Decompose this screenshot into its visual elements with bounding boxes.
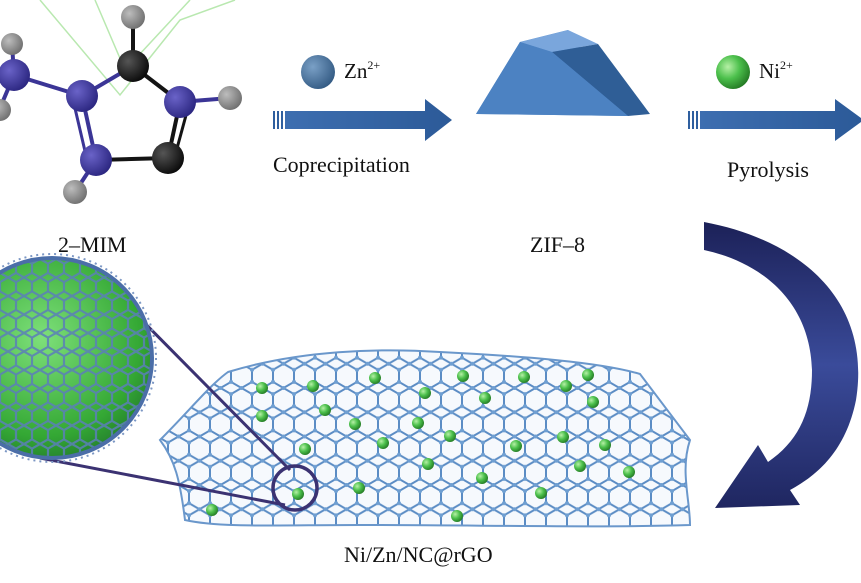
nickel-nanoparticles [206,369,635,522]
hydrogen-atom [121,5,145,29]
zn-symbol: Zn [344,59,368,83]
ni-symbol: Ni [759,59,780,83]
product-label: Ni/Zn/NC@rGO [344,542,493,567]
nitrogen-atom [66,80,98,112]
ni-ion-sphere [716,55,750,89]
zif8-label: ZIF–8 [530,232,585,257]
hydrogen-atom [1,33,23,55]
carbon-atom [152,142,184,174]
mim-molecule [0,5,242,204]
zif8-crystal [476,30,650,116]
ni-ion-label: Ni2+ [759,58,793,84]
rgo-graphene-sheet [158,349,692,528]
nitrogen-atom [164,86,196,118]
curved-process-arrow [704,222,859,508]
zoom-line-bottom [39,456,286,507]
nitrogen-atom [80,144,112,176]
hydrogen-atom [218,86,242,110]
magnified-nanoparticle [0,253,157,463]
zn-ion-sphere [301,55,335,89]
pyrolysis-arrow [688,99,861,141]
mim-label: 2–MIM [58,232,127,257]
carbon-atom [117,50,149,82]
pyrolysis-label: Pyrolysis [727,157,809,182]
zigzag-line-back [39,0,236,97]
hydrogen-atom [63,180,87,204]
ni-charge: 2+ [780,58,793,72]
nitrogen-atom [0,59,30,91]
zoom-circle [271,464,319,512]
hydrogen-atom [0,99,11,121]
coprecipitation-arrow [273,99,452,141]
zn-ion-label: Zn2+ [344,58,380,84]
coprecipitation-label: Coprecipitation [273,152,410,177]
zn-charge: 2+ [367,58,381,72]
